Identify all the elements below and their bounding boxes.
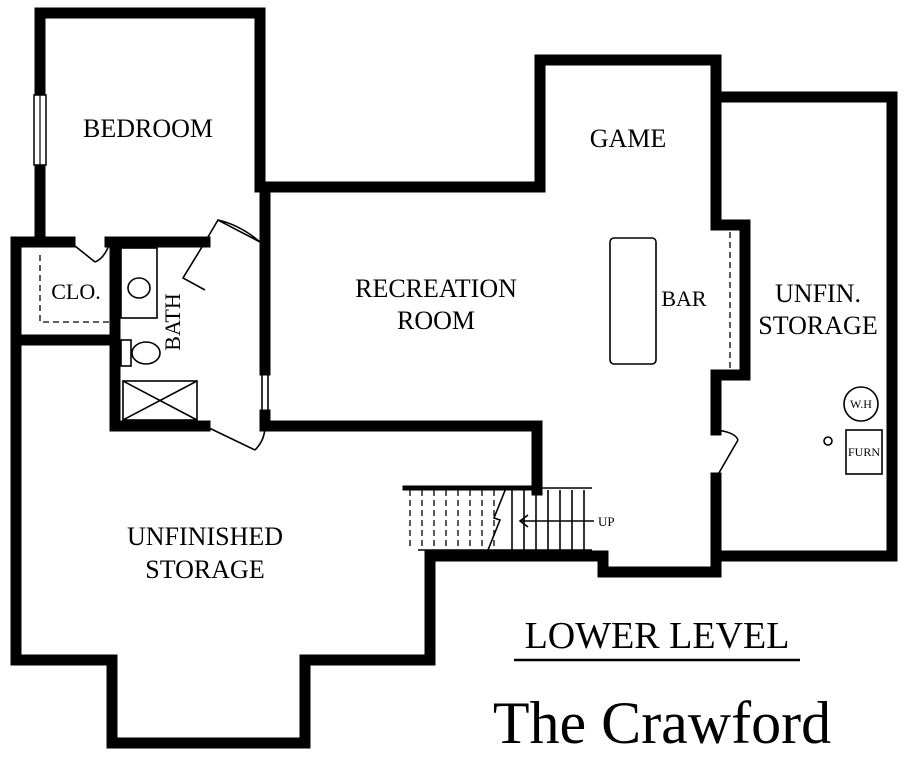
unfin-storage-label-line2: STORAGE	[758, 311, 877, 340]
bath-label: BATH	[160, 293, 185, 351]
stair-up-label: UP	[598, 514, 615, 529]
stair-treads	[511, 490, 585, 550]
closet-label: CLO.	[51, 279, 101, 304]
level-title: LOWER LEVEL	[525, 615, 790, 657]
bar-counter	[609, 237, 657, 365]
bar-label: BAR	[661, 286, 707, 311]
stair-break-line	[487, 487, 507, 551]
plan-title-block: LOWER LEVEL The Crawford	[493, 615, 831, 756]
toilet-bowl	[131, 341, 161, 365]
sink	[127, 277, 151, 299]
hall-door	[204, 425, 266, 451]
floor-drain-icon	[823, 436, 833, 446]
recreation-label-line1: RECREATION	[355, 274, 517, 303]
furnace-icon	[845, 429, 883, 475]
rec-top-wall	[10, 54, 898, 749]
plan-name: The Crawford	[493, 690, 831, 756]
shower-x-b	[122, 380, 198, 421]
furnace-label: FURN	[848, 445, 880, 459]
bath-fixtures	[120, 247, 198, 421]
bedroom-window	[33, 94, 47, 166]
unfinished-storage-label-line1: UNFINISHED	[127, 522, 283, 551]
room-labels: BEDROOM CLO. BATH RECREATION ROOM GAME B…	[51, 114, 880, 584]
water-heater-label: W.H	[850, 397, 872, 411]
storage-door	[715, 429, 739, 479]
bath-walls	[109, 236, 211, 432]
stairs: UP	[402, 485, 615, 551]
closet-shelf	[39, 255, 110, 323]
stair-arrow-head	[518, 514, 529, 528]
closet-door	[69, 241, 111, 263]
bedroom-door	[204, 218, 261, 243]
rec-bottom-wall	[259, 420, 543, 496]
interior-walls	[10, 91, 751, 562]
stair-treads-dashed	[409, 490, 495, 550]
recreation-label-line2: ROOM	[397, 306, 475, 335]
game-label: GAME	[590, 124, 667, 153]
bedroom-label: BEDROOM	[83, 114, 213, 143]
bar-wall	[710, 219, 751, 381]
bath-door	[181, 241, 206, 291]
unfin-storage-label-line1: UNFIN.	[775, 279, 861, 308]
unfinished-storage-label-line2: STORAGE	[145, 555, 264, 584]
doors	[69, 218, 739, 479]
toilet-tank	[120, 339, 132, 367]
water-heater-icon	[843, 386, 879, 422]
